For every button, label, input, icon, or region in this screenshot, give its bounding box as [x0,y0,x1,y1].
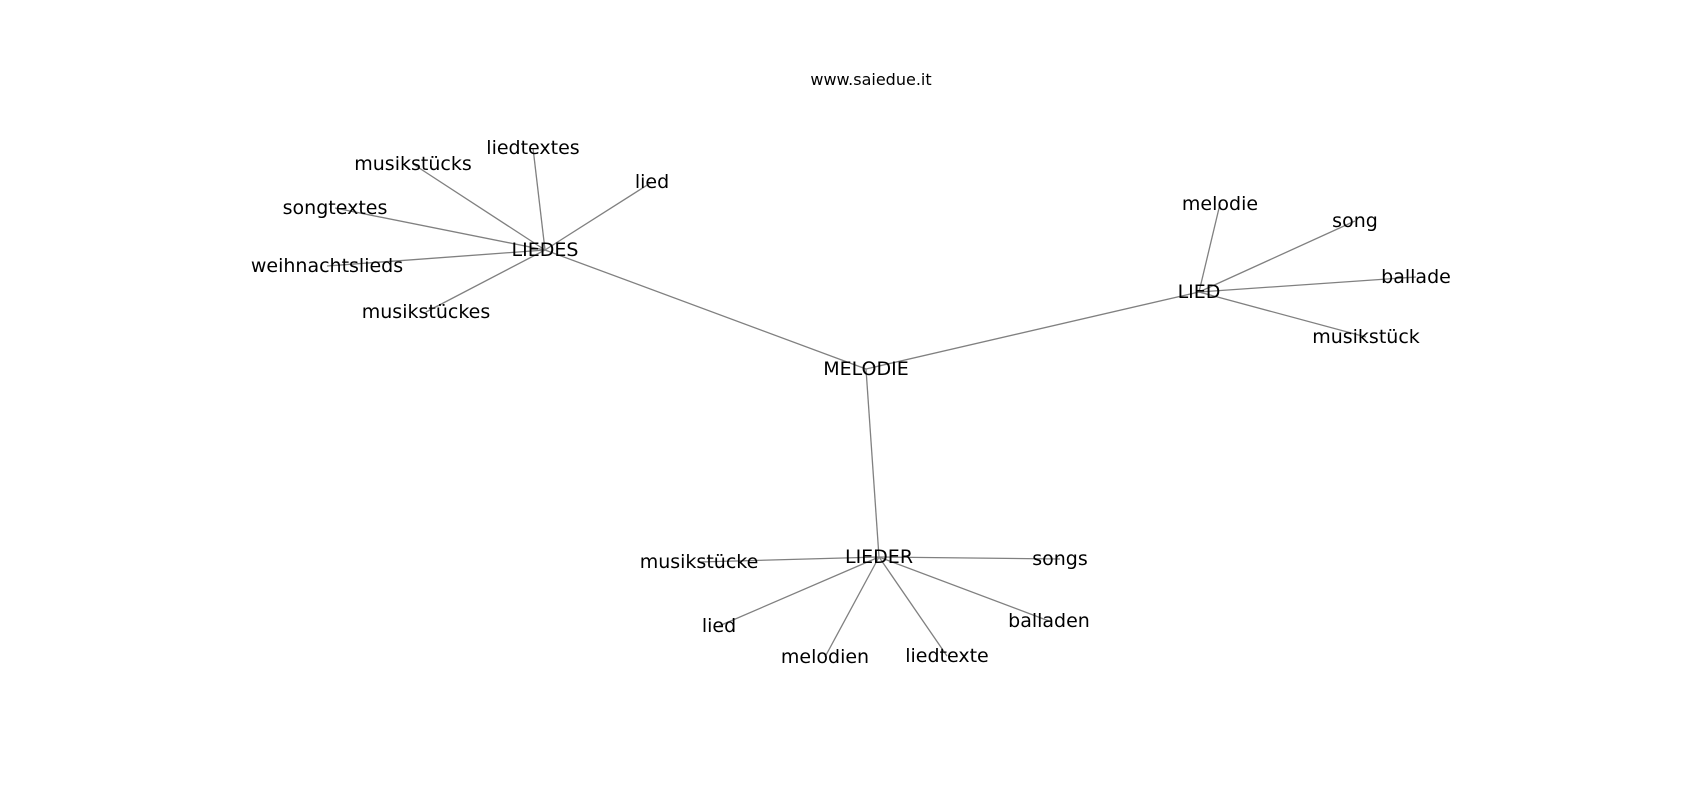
edge-liedes-weihnachtslieds [326,249,546,267]
node-label-musikstueckes: musikstückes [362,301,490,323]
edge-melodie_center-liedes [544,249,867,370]
node-label-ballade: ballade [1381,266,1451,288]
node-label-song: song [1332,210,1378,232]
node-label-lied_hub: LIED [1178,281,1221,303]
edge-lieder-lied_b [718,556,880,627]
node-label-musikstuecke: musikstücke [640,551,759,573]
graph-edges [326,147,1417,658]
node-label-songs: songs [1032,548,1088,570]
edge-lieder-melodien [824,556,880,658]
node-label-melodien: melodien [781,646,869,668]
node-label-musikstuecks: musikstücks [354,153,471,175]
edge-lied_hub-melodie_leaf [1198,203,1221,293]
edge-liedes-songtextes [334,207,546,251]
edge-melodie_center-lied_hub [865,291,1200,370]
edge-lieder-songs [878,556,1061,560]
edge-melodie_center-lieder [865,368,880,558]
node-label-lied_a: lied [635,171,669,193]
edge-lied_hub-musikstueck [1198,291,1367,338]
node-label-melodie_leaf: melodie [1182,193,1258,215]
node-label-melodie_center: MELODIE [823,358,909,380]
edge-lied_hub-ballade [1198,276,1417,293]
edge-lieder-musikstuecke [698,556,880,563]
website-caption: www.saiedue.it [810,70,932,89]
edge-liedes-musikstueckes [425,249,546,313]
edge-lieder-balladen [878,556,1050,622]
graph-labels: MELODIE LIEDES LIED LIEDER musikstücks liedte… [251,137,1451,668]
node-label-lieder: LIEDER [845,546,913,568]
edge-liedes-lied_a [544,181,653,251]
edge-lieder-liedtexte [878,556,948,657]
node-label-songtextes: songtextes [283,197,388,219]
node-label-liedes: LIEDES [512,239,579,261]
node-label-lied_b: lied [702,615,736,637]
node-label-liedtexte: liedtexte [905,645,989,667]
node-label-weihnachtslieds: weihnachtslieds [251,255,403,277]
node-label-balladen: balladen [1008,610,1090,632]
edge-liedes-liedtextes [532,147,546,251]
node-label-musikstueck: musikstück [1312,326,1420,348]
node-label-liedtextes: liedtextes [486,137,579,159]
edge-lied_hub-song [1198,220,1356,293]
edge-liedes-musikstuecks [412,163,546,251]
